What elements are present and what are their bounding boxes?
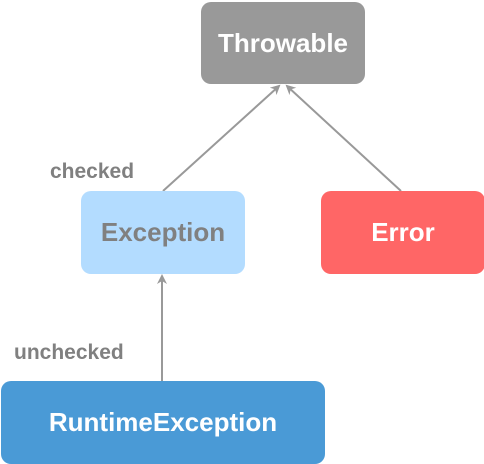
arrow-exception-to-throwable	[162, 84, 281, 192]
throwable-node: Throwable	[201, 2, 365, 84]
exception-label: Exception	[100, 217, 226, 247]
error-node: Error	[321, 191, 484, 274]
unchecked-edge-label: unchecked	[14, 341, 124, 364]
exception-node: Exception	[81, 191, 245, 274]
checked-edge-label: checked	[50, 160, 135, 183]
runtime-exception-label: RuntimeException	[48, 407, 278, 437]
arrow-error-to-throwable	[285, 84, 402, 192]
error-label: Error	[371, 217, 435, 247]
runtime-exception-node: RuntimeException	[1, 381, 325, 464]
throwable-label: Throwable	[217, 27, 348, 58]
